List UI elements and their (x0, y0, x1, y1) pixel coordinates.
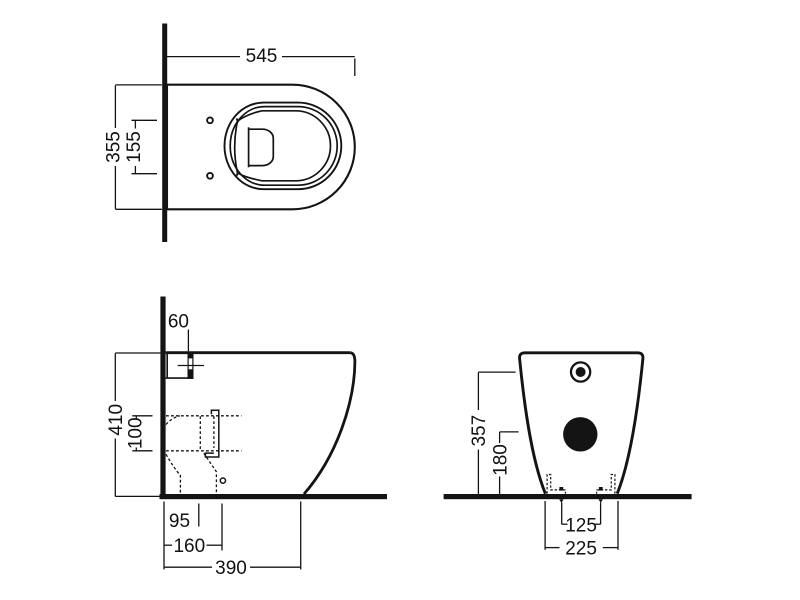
svg-text:545: 545 (246, 46, 278, 67)
svg-text:225: 225 (565, 538, 597, 559)
svg-text:355: 355 (104, 131, 125, 163)
svg-text:410: 410 (106, 404, 127, 436)
svg-text:100: 100 (126, 417, 147, 449)
svg-text:95: 95 (169, 511, 190, 532)
svg-text:180: 180 (490, 444, 511, 476)
svg-text:357: 357 (469, 415, 490, 447)
svg-text:125: 125 (565, 516, 597, 537)
svg-text:160: 160 (173, 536, 205, 557)
svg-text:60: 60 (168, 312, 189, 333)
svg-text:390: 390 (215, 558, 247, 579)
svg-text:155: 155 (124, 131, 145, 163)
